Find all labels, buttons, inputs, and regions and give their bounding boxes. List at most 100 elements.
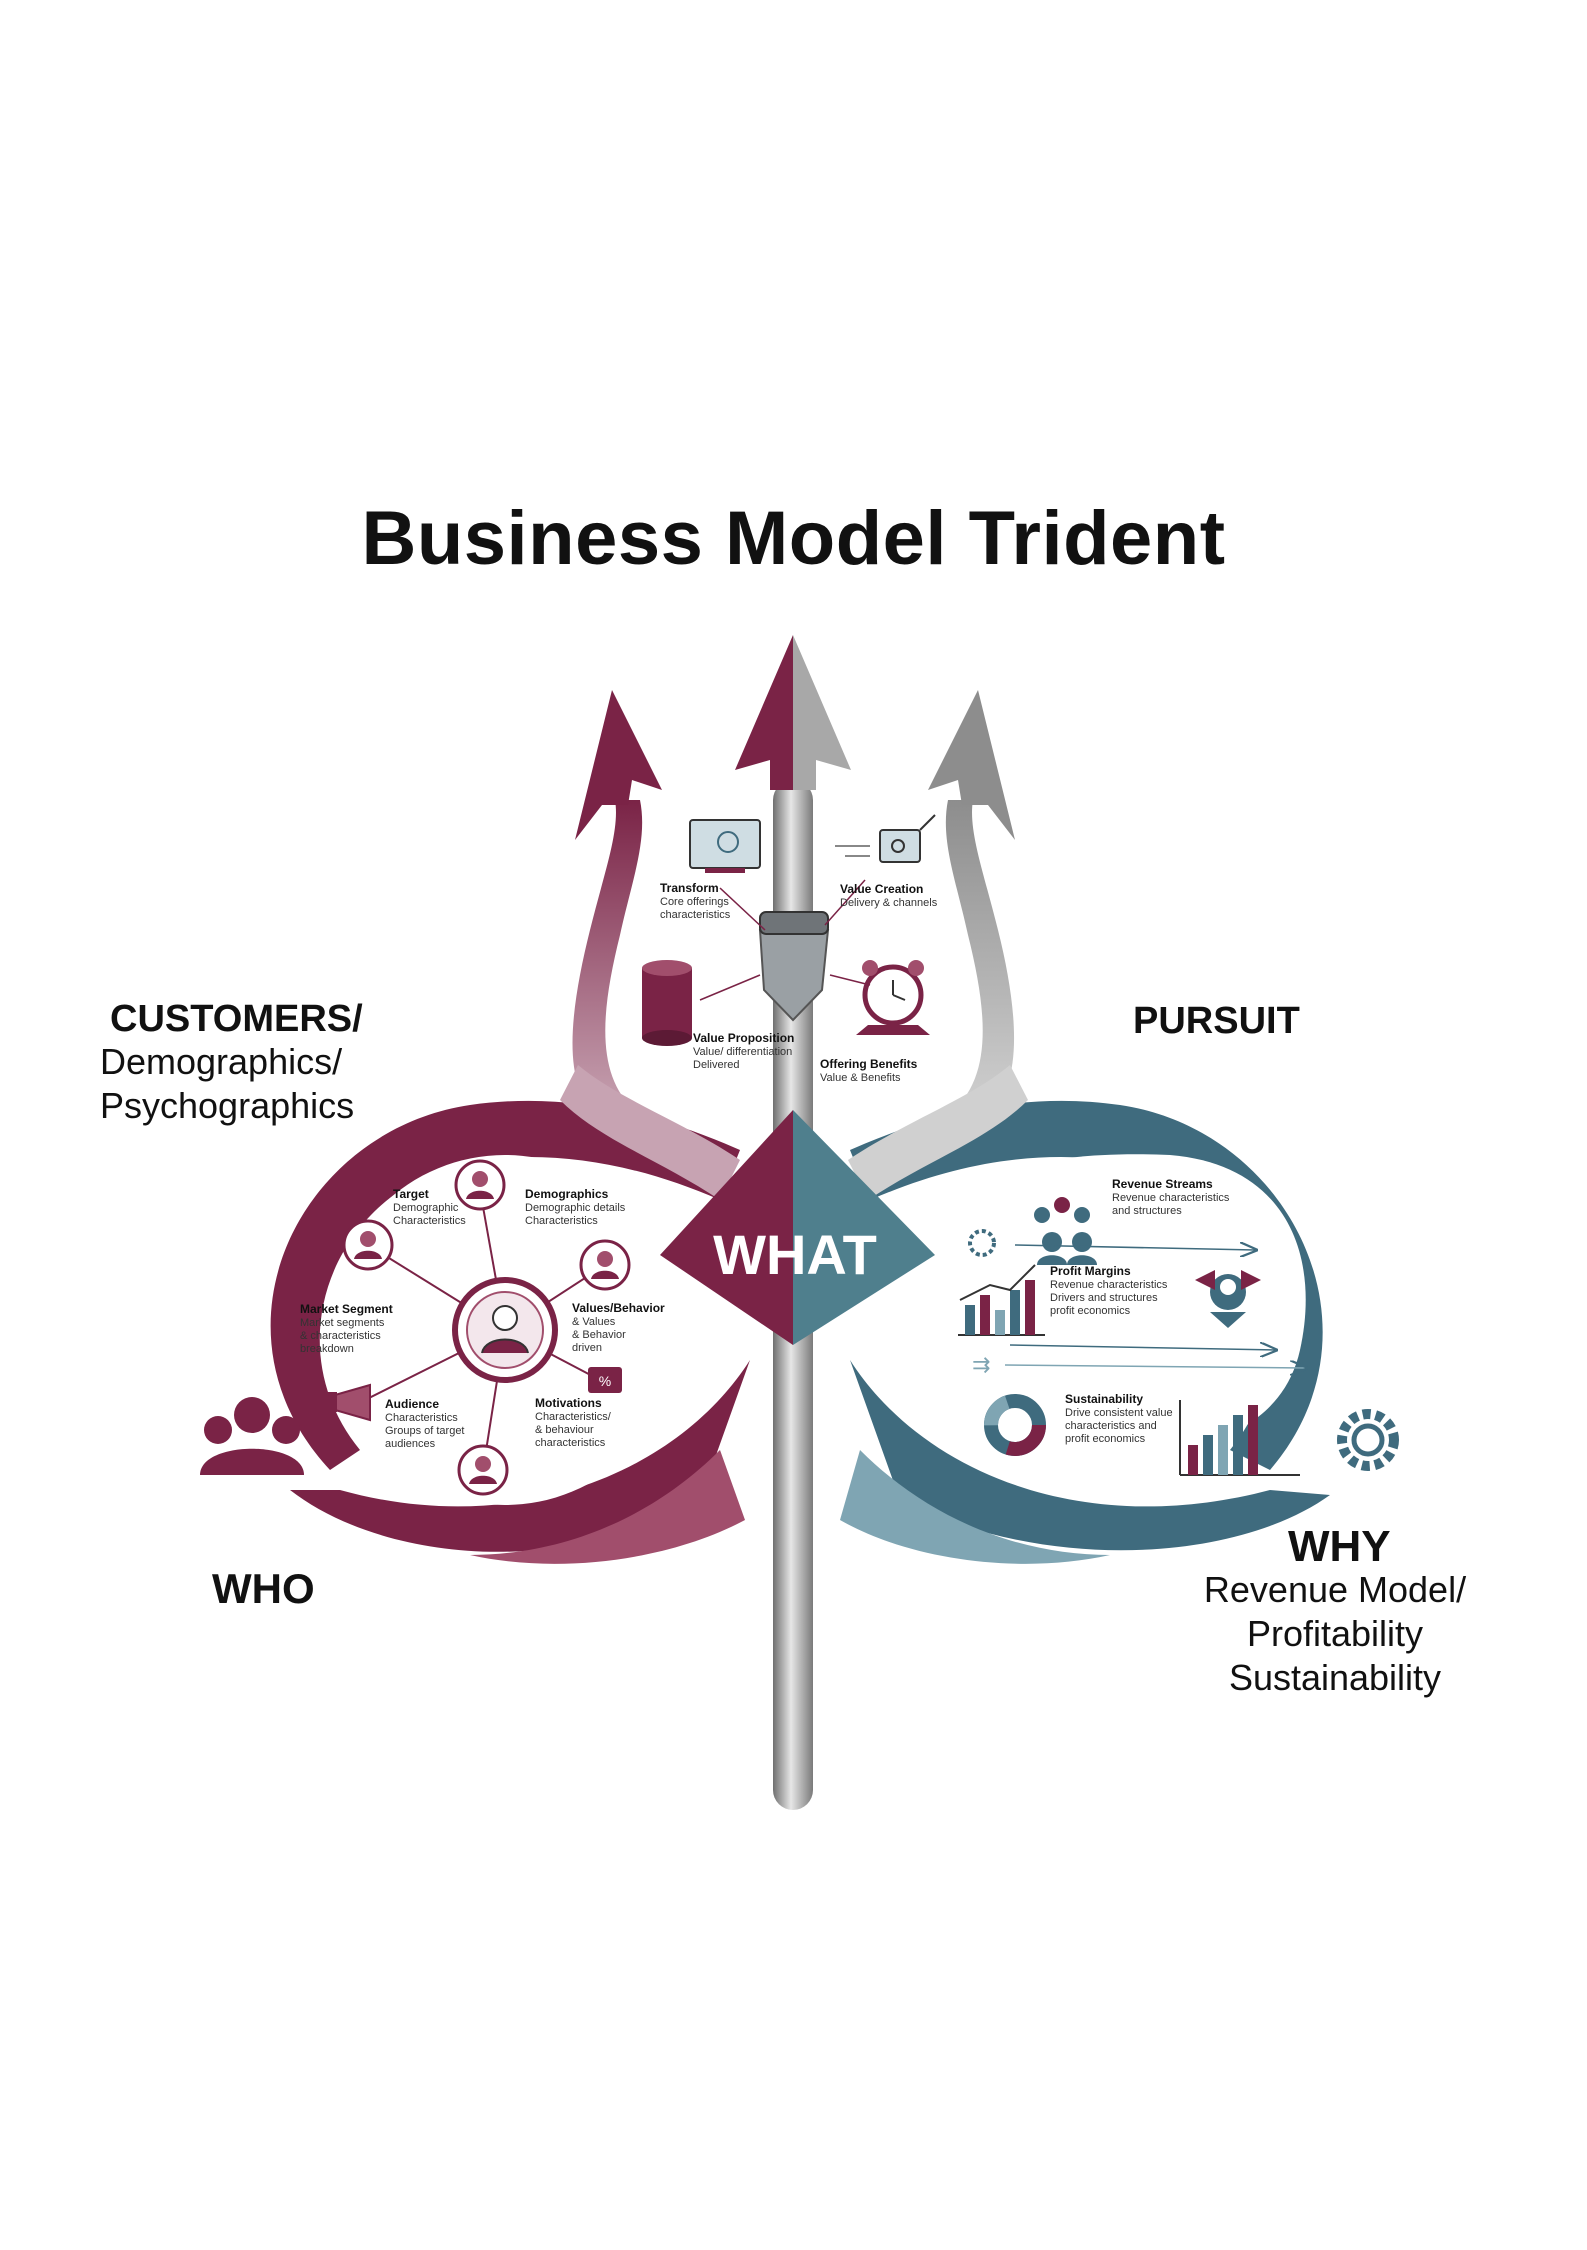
who-node-market-segment: Market Segment Market segments & charact… [300,1303,393,1356]
who-swoosh-tail [470,1450,745,1564]
why-sublabel-3: Sustainability [1228,1657,1442,1698]
cylinder-icon [642,960,692,1046]
why-swoosh-tail [840,1450,1110,1564]
center-prong-head-right [793,635,851,790]
gear-icon-large [1337,1409,1399,1471]
who-node-line: & characteristics [300,1330,381,1342]
what-item-offering-benefits: Offering Benefits Value & Benefits [820,1058,917,1085]
who-node-title: Demographics [525,1187,609,1201]
people-group-icon [200,1397,304,1475]
who-node-title: Motivations [535,1396,602,1410]
who-node-line: driven [572,1342,602,1354]
who-node-motivations: Motivations Characteristics/ & behaviour… [535,1397,611,1450]
why-item-line: characteristics and [1065,1420,1157,1432]
why-item-sustainability: Sustainability Drive consistent value ch… [1065,1393,1173,1446]
who-node-line: Groups of target [385,1425,465,1437]
person-node-demographics [579,1239,631,1291]
what-item-line: Core offerings [660,896,729,908]
delivery-icon [835,814,936,863]
why-item-title: Sustainability [1065,1392,1144,1406]
what-item-line: characteristics [660,909,731,921]
who-sublabel-2: Psychographics [100,1085,355,1126]
bar-chart-icon [958,1264,1045,1336]
gear-icon-small [968,1229,996,1257]
why-item-profit-margins: Profit Margins Revenue characteristics D… [1050,1265,1167,1318]
monitor-icon [689,819,761,873]
who-center-avatar [452,1277,558,1383]
why-swoosh-front [850,1360,1330,1551]
why-item-revenue-streams: Revenue Streams Revenue characteristics … [1112,1178,1229,1218]
who-node-line: & Values [572,1316,616,1328]
left-prong-base [560,1065,740,1200]
who-node-title: Audience [385,1397,440,1411]
who-node-demographics: Demographics Demographic details Charact… [525,1188,625,1228]
why-item-line: profit economics [1050,1305,1131,1317]
what-item-value-proposition: Value Proposition Value/ differentiation… [693,1032,794,1072]
who-node-title: Target [393,1187,429,1201]
arrow-glyph-icon: ⇉ [972,1353,990,1378]
why-item-title: Profit Margins [1050,1264,1131,1278]
person-node-motivations [457,1444,509,1496]
center-prong-head [735,635,793,790]
right-prong [945,800,1015,1115]
who-sublabel-1: Demographics/ [100,1041,343,1082]
who-heading: WHO [212,1565,315,1612]
collar-ring [759,911,829,935]
megaphone-icon [328,1383,371,1422]
person-node-segment [342,1219,394,1271]
why-sublabel-1: Revenue Model/ [1203,1569,1467,1610]
who-node-line: audiences [385,1438,436,1450]
alarm-clock-icon [856,960,930,1035]
growth-chart-icon [1179,1400,1300,1476]
page-title: Business Model Trident [361,496,1226,581]
who-swoosh-front [290,1360,750,1552]
who-node-line: Demographic details [525,1202,626,1214]
who-node-line: & Behavior [572,1329,626,1341]
why-item-title: Revenue Streams [1112,1177,1213,1191]
what-diamond-right [793,1110,935,1345]
why-item-line: Revenue characteristics [1112,1192,1230,1204]
why-item-line: profit economics [1065,1433,1146,1445]
who-node-title: Market Segment [300,1302,393,1316]
what-item-title: Value Creation [840,882,924,896]
why-item-line: Drive consistent value [1065,1407,1173,1419]
what-heading: WHAT [713,1223,877,1286]
what-item-title: Transform [660,881,719,895]
discount-badge-text: % [599,1373,611,1389]
who-node-line: Demographic [393,1202,459,1214]
who-node-audience: Audience Characteristics Groups of targe… [385,1398,465,1451]
scale-icon [1195,1270,1261,1328]
what-diamond-left [660,1110,793,1345]
what-item-line: Value & Benefits [820,1072,901,1084]
customers-label: CUSTOMERS/ [110,998,363,1040]
why-panel [924,1154,1306,1456]
who-node-values: Values/Behavior & Values & Behavior driv… [572,1302,665,1355]
right-prong-base [848,1065,1028,1200]
who-node-line: Characteristics [393,1215,466,1227]
what-item-line: Value/ differentiation [693,1046,793,1058]
who-node-line: & behaviour [535,1424,594,1436]
why-item-line: Drivers and structures [1050,1292,1158,1304]
trident-collar [758,929,830,1022]
why-heading: WHY [1288,1522,1391,1571]
who-node-title: Values/Behavior [572,1301,665,1315]
what-item-value-creation: Value Creation Delivery & channels [840,883,937,910]
who-node-line: breakdown [300,1343,354,1355]
who-node-line: Characteristics/ [535,1411,611,1423]
person-node-target [454,1159,506,1211]
pursuit-label: PURSUIT [1133,1000,1300,1042]
donut-chart-icon [984,1394,1046,1456]
revenue-people-icon [1034,1197,1097,1265]
who-node-target: Target Demographic Characteristics [393,1188,466,1228]
who-node-line: Characteristics [525,1215,598,1227]
who-node-line: Market segments [300,1317,385,1329]
what-item-title: Value Proposition [693,1031,795,1045]
who-node-line: characteristics [535,1437,606,1449]
who-node-line: Characteristics [385,1412,458,1424]
what-item-transform: Transform Core offerings characteristics [660,882,730,922]
left-prong-head [575,690,662,840]
what-item-line: Delivery & channels [840,897,938,909]
why-item-line: and structures [1112,1205,1182,1217]
